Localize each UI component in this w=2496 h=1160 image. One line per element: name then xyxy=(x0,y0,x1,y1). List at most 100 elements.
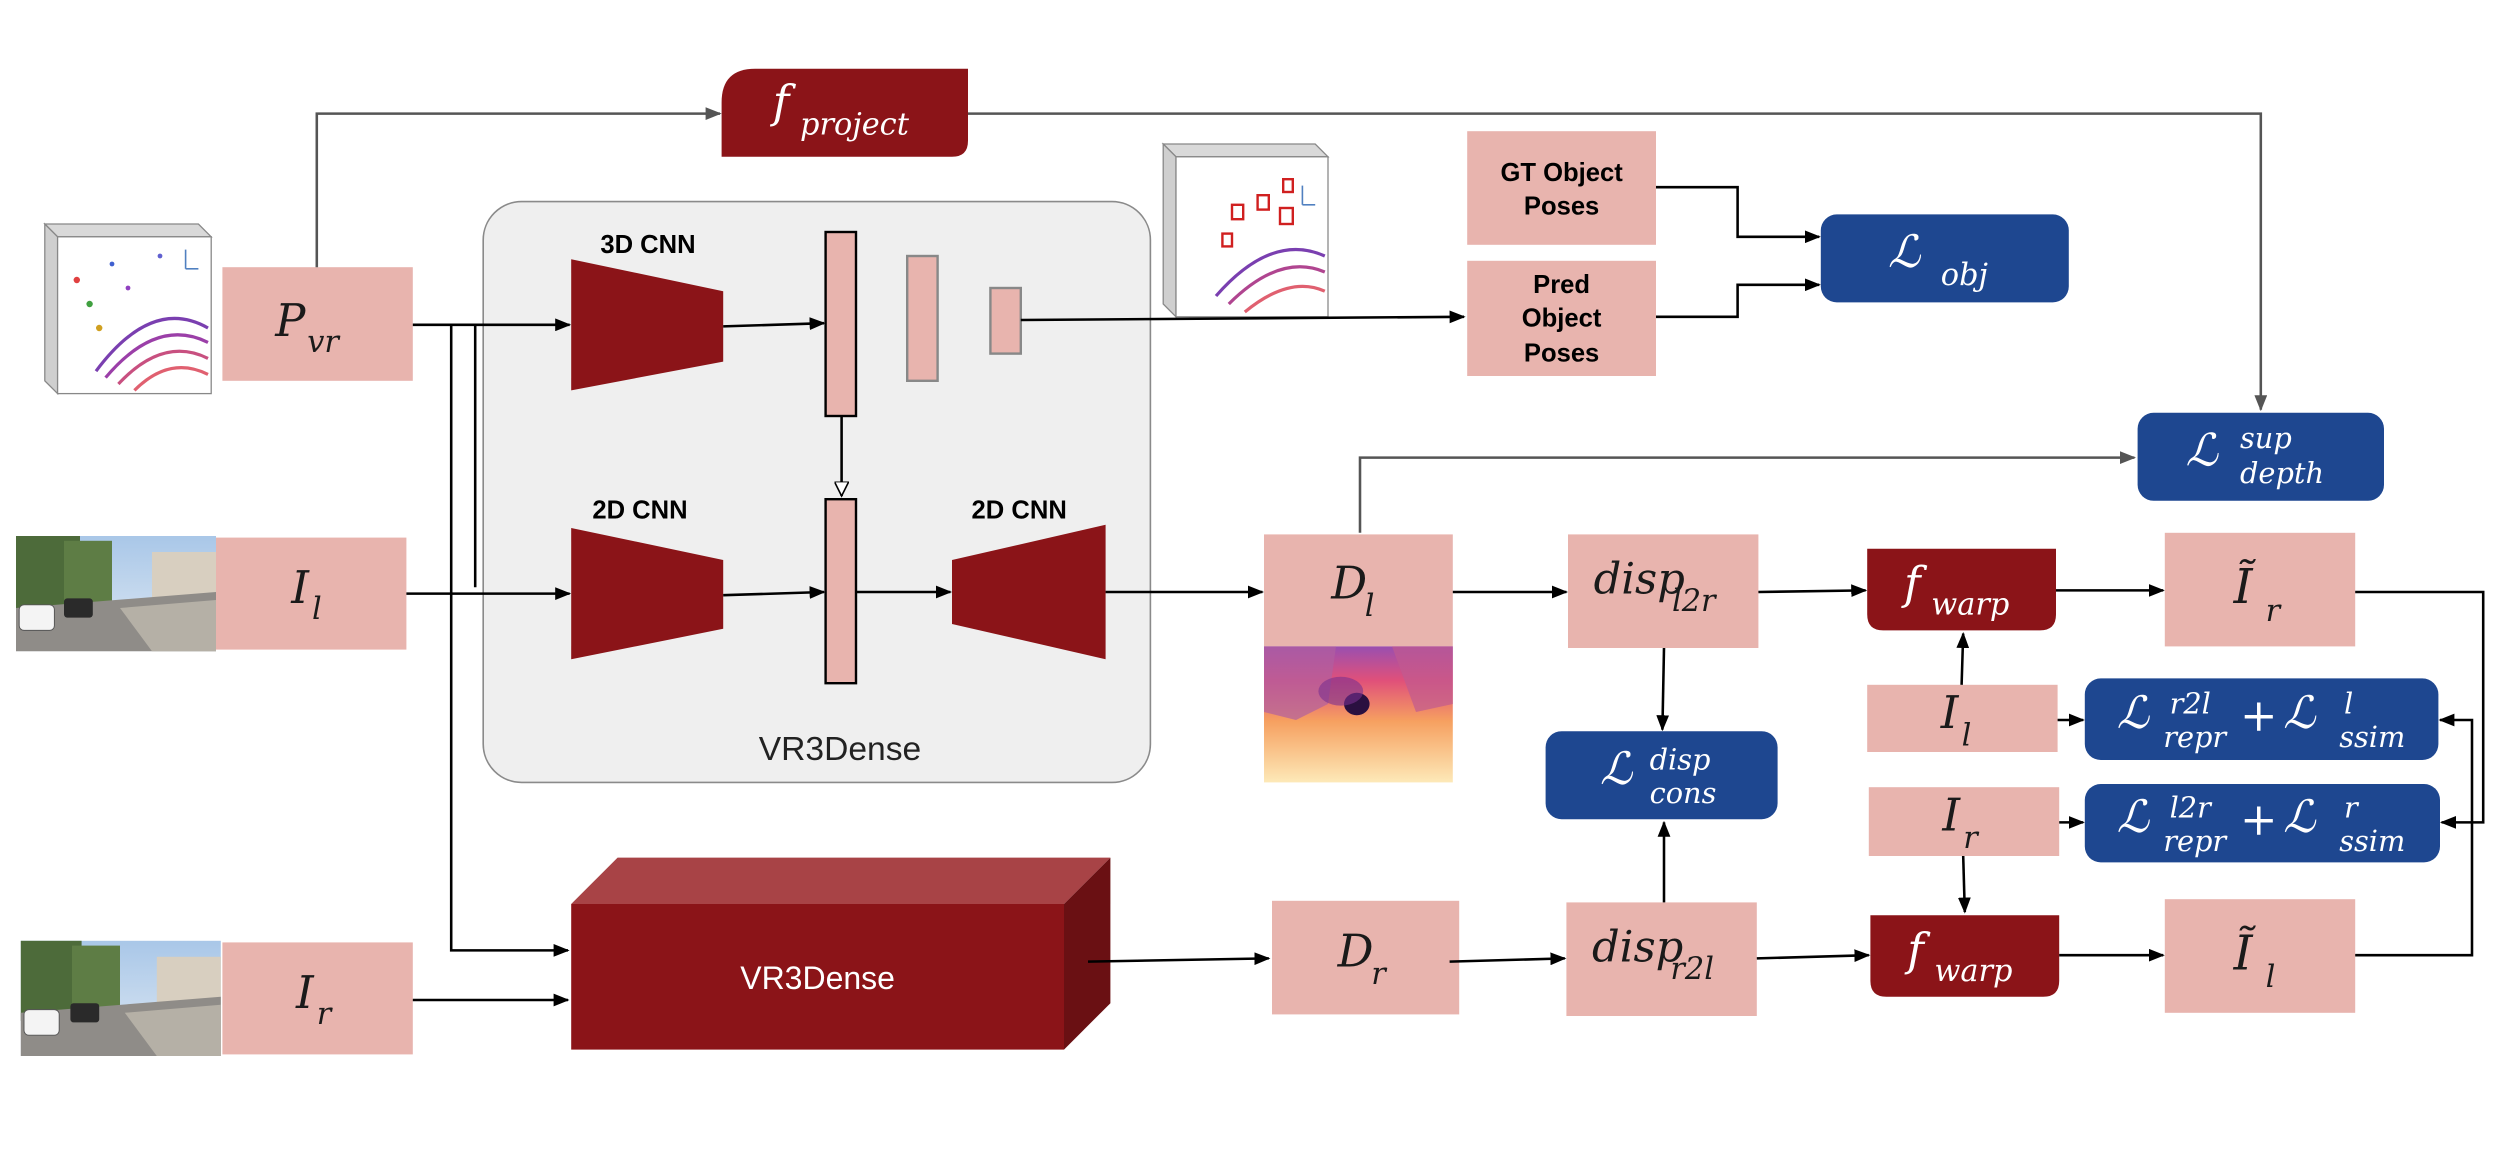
loss-right-sup-1: l2r xyxy=(2170,791,2214,825)
loss-left-sup-2: l xyxy=(2344,687,2353,721)
loss-disp-cons-sub: cons xyxy=(1650,776,1717,810)
loss-right-sub-2: ssim xyxy=(2339,824,2405,858)
cnn2d-encoder-label: 2D CNN xyxy=(592,496,687,524)
arrow-displ2r-to-fwarp xyxy=(1758,584,1868,598)
i-l-tilde-sub: l xyxy=(2266,960,2276,995)
i-r-input-base: I xyxy=(295,966,315,1019)
disp-l2r-box xyxy=(1568,534,1759,648)
pred-poses-line1: Pred xyxy=(1533,271,1590,299)
feature-map-mid xyxy=(906,254,939,383)
d-r-base: D xyxy=(1337,924,1374,977)
loss-right-pair-box xyxy=(2084,784,2440,863)
i-r-input-box xyxy=(222,942,413,1055)
gt-object-poses-box xyxy=(1467,131,1656,245)
disp-r2l-sub: r2l xyxy=(1670,952,1714,987)
connectors xyxy=(315,107,2485,1007)
arrow-irtilde-to-right-loss xyxy=(2355,590,2485,829)
arrow-dispr2l-to-fwarp xyxy=(1756,949,1871,963)
feature-map-2d xyxy=(824,498,858,685)
arrow-pred-to-lobj xyxy=(1656,278,1821,319)
vr3dense-block xyxy=(571,904,1064,1050)
i-l-target-box xyxy=(1867,684,2058,752)
cnn2d-decoder xyxy=(952,524,1106,660)
i-l-input-base: I xyxy=(290,561,310,614)
point-cloud-thumbnail xyxy=(1161,142,1330,319)
p-vr-sub: vr xyxy=(307,325,341,360)
arrow-fproject-to-supdepth xyxy=(968,112,2268,412)
gt-poses-line1: GT Object xyxy=(1500,159,1623,187)
loss-sup-depth-symbol: ℒ xyxy=(2186,424,2220,477)
arrow-gt-to-lobj xyxy=(1656,185,1821,244)
p-vr-box xyxy=(222,267,413,381)
loss-obj-sub: obj xyxy=(1941,258,1988,293)
i-r-input-sub: r xyxy=(317,997,334,1032)
feature-map-3d xyxy=(824,230,858,418)
loss-left-sub-1: repr xyxy=(2163,720,2228,754)
point-cloud-thumbnail xyxy=(43,222,213,396)
disp-r2l-base: disp xyxy=(1592,923,1683,973)
arrow-feature-to-pred-poses xyxy=(1020,310,1466,324)
loss-left-sup-1: r2l xyxy=(2170,687,2211,721)
disp-r2l-box xyxy=(1566,902,1757,1016)
loss-right-sup-2: r xyxy=(2344,791,2360,825)
i-l-tilde-box xyxy=(2164,899,2356,1013)
loss-left-pair-box xyxy=(2084,678,2439,760)
f-warp-bottom-box xyxy=(1870,915,2060,997)
gt-poses-line2: Poses xyxy=(1524,192,1599,220)
loss-sup-depth-sup: sup xyxy=(2240,421,2292,455)
cnn2d-decoder-label: 2D CNN xyxy=(972,496,1067,524)
loss-left-symbol-2: ℒ xyxy=(2283,686,2317,739)
i-r-tilde-sub: r xyxy=(2266,594,2283,629)
i-r-target-base: I xyxy=(1941,788,1961,841)
d-r-sub: r xyxy=(1371,957,1388,992)
loss-left-plus: + xyxy=(2240,689,2278,742)
d-l-box xyxy=(1264,534,1453,647)
f-warp-top-sub: warp xyxy=(1931,587,2009,622)
arrow-iltilde-to-left-loss xyxy=(2355,713,2474,957)
loss-obj-symbol: ℒ xyxy=(1888,225,1922,278)
loss-left-sub-2: ssim xyxy=(2339,720,2405,754)
d-r-box xyxy=(1272,900,1460,1015)
loss-right-symbol-2: ℒ xyxy=(2283,790,2317,843)
f-project-box xyxy=(721,68,968,157)
loss-obj-box xyxy=(1820,214,2069,303)
cnn3d-encoder xyxy=(571,259,724,391)
vr3dense-block-label: VR3Dense xyxy=(740,960,895,996)
i-l-target-base: I xyxy=(1940,686,1960,739)
arrow-displ2r-to-dispcons xyxy=(1656,647,1670,732)
arrow-3dcnn-to-feature xyxy=(723,317,826,331)
street-image-thumbnail xyxy=(20,940,221,1056)
disp-l2r-base: disp xyxy=(1594,555,1685,605)
vr3dense-block-top xyxy=(571,857,1111,904)
f-warp-bottom-sub: warp xyxy=(1934,954,2012,989)
cnn2d-encoder xyxy=(571,528,724,660)
loss-left-symbol-1: ℒ xyxy=(2117,686,2151,739)
disp-l2r-sub: l2r xyxy=(1672,584,1718,619)
p-vr-base: P xyxy=(274,294,306,347)
pred-object-poses-box xyxy=(1467,260,1656,376)
vr3dense-block-side xyxy=(1064,857,1111,1050)
loss-right-sub-1: repr xyxy=(2163,824,2228,858)
i-l-input-sub: l xyxy=(312,592,322,627)
d-l-base: D xyxy=(1330,556,1367,609)
arrow-pvr-to-fproject xyxy=(315,107,722,268)
loss-sup-depth-box xyxy=(2137,412,2384,501)
i-l-input-box xyxy=(216,537,407,650)
d-l-sub: l xyxy=(1365,589,1375,624)
pred-poses-line3: Poses xyxy=(1524,340,1599,368)
pred-poses-line2: Object xyxy=(1522,304,1602,332)
loss-disp-cons-box xyxy=(1545,731,1778,820)
arrow-ir-target-to-fwarp xyxy=(1957,855,1971,914)
cnn3d-label: 3D CNN xyxy=(600,231,695,259)
i-r-target-sub: r xyxy=(1963,821,1980,856)
feature-map-small xyxy=(989,286,1023,355)
arrow-vr3dense-to-dr xyxy=(1087,952,1271,966)
i-r-tilde-box xyxy=(2164,532,2356,647)
i-r-target-box xyxy=(1868,787,2060,856)
loss-right-symbol-1: ℒ xyxy=(2117,790,2151,843)
arrow-dr-to-dispr2l xyxy=(1449,952,1567,966)
f-project-sub: project xyxy=(800,107,910,142)
arrow-2dcnn-to-feature xyxy=(723,586,826,599)
f-warp-top-box xyxy=(1867,548,2056,631)
